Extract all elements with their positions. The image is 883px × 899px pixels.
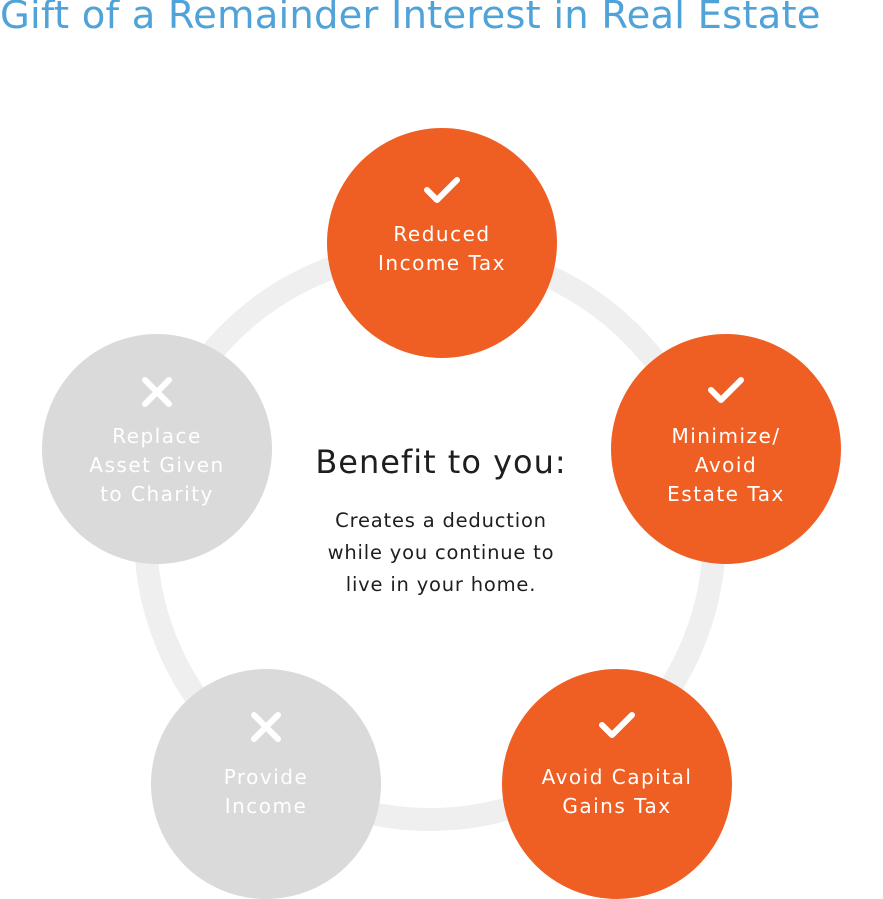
benefit-label: Replace Asset Given to Charity [89, 424, 225, 506]
check-icon [599, 712, 635, 738]
center-panel: Benefit to you: Creates a deduction whil… [290, 440, 592, 601]
benefit-label: Avoid Capital Gains Tax [541, 765, 693, 818]
benefit-label: Reduced Income Tax [378, 222, 506, 275]
x-icon [142, 377, 172, 407]
benefit-node-provide-income: Provide Income [151, 669, 381, 899]
check-icon [424, 177, 460, 203]
x-icon [251, 712, 281, 742]
center-description: Creates a deduction while you continue t… [327, 509, 555, 596]
center-heading: Benefit to you: [315, 443, 567, 481]
benefit-node-reduced-income-tax: Reduced Income Tax [327, 128, 557, 358]
benefit-label: Provide Income [223, 765, 309, 818]
benefit-node-capital-gains-tax: Avoid Capital Gains Tax [502, 669, 732, 899]
check-icon [708, 377, 744, 403]
benefit-node-replace-asset: Replace Asset Given to Charity [42, 334, 272, 564]
page-title: Gift of a Remainder Interest in Real Est… [0, 0, 821, 38]
benefit-label: Minimize/ Avoid Estate Tax [667, 424, 785, 506]
benefit-node-estate-tax: Minimize/ Avoid Estate Tax [611, 334, 841, 564]
